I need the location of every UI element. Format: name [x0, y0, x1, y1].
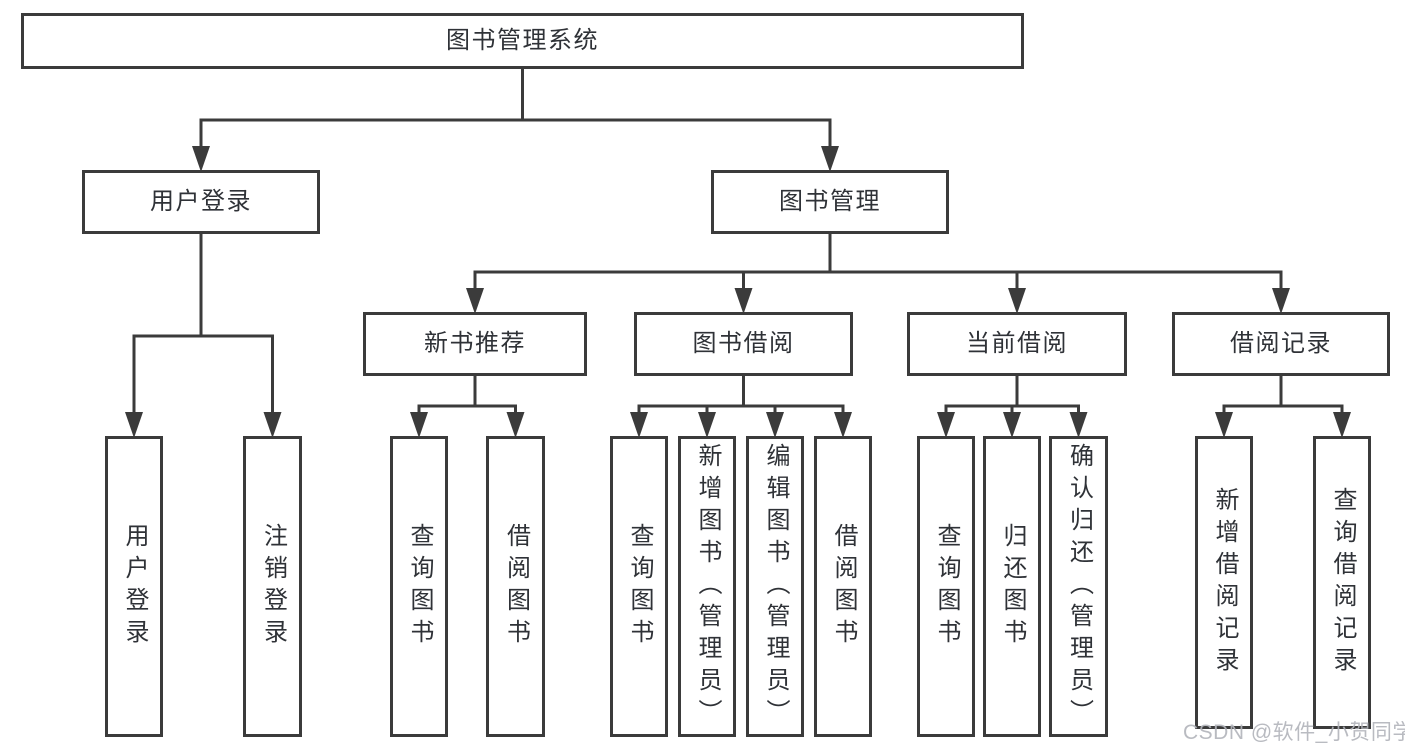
arrowhead-icon: [1215, 412, 1233, 438]
arrowhead-icon: [734, 288, 753, 314]
diagram-box-user-login: 用户登录: [105, 436, 163, 737]
diagram-label-nb-query: 查询图书: [406, 522, 433, 651]
arrowhead-icon: [410, 412, 428, 438]
arrowhead-icon: [1003, 412, 1021, 438]
arrowhead-icon: [506, 412, 525, 438]
arrowhead-icon: [1008, 288, 1026, 314]
diagram-label-cur-confirm: 确认归还（管理员）: [1065, 442, 1093, 731]
diagram-label-rec-add: 新增借阅记录: [1211, 486, 1238, 679]
arrowhead-icon: [1272, 288, 1290, 314]
arrowhead-icon: [1333, 412, 1351, 438]
diagram-label-borrow: 图书借阅: [692, 330, 795, 357]
arrowhead-icon: [821, 146, 839, 172]
diagram-box-bw-query: 查询图书: [610, 436, 668, 737]
arrowhead-icon: [937, 412, 955, 438]
diagram-label-user-login: 用户登录: [121, 522, 148, 651]
diagram-box-bw-borrow: 借阅图书: [814, 436, 872, 737]
diagram-label-newbook: 新书推荐: [424, 330, 526, 357]
diagram-box-cur-return: 归还图书: [983, 436, 1041, 737]
diagram-label-login: 用户登录: [150, 188, 252, 215]
diagram-box-nb-query: 查询图书: [390, 436, 448, 737]
diagram-label-current: 当前借阅: [966, 330, 1068, 357]
arrowhead-icon: [192, 146, 210, 172]
diagram-box-newbook: 新书推荐: [363, 312, 587, 376]
diagram-box-mgmt: 图书管理: [711, 170, 949, 234]
arrowhead-icon: [834, 412, 852, 438]
diagram-box-rec-query: 查询借阅记录: [1313, 436, 1371, 729]
arrowhead-icon: [698, 412, 716, 438]
diagram-box-login: 用户登录: [82, 170, 320, 234]
diagram-box-logout: 注销登录: [243, 436, 302, 737]
diagram-box-borrow: 图书借阅: [634, 312, 853, 376]
diagram-label-records: 借阅记录: [1230, 330, 1332, 357]
diagram-box-records: 借阅记录: [1172, 312, 1390, 376]
arrowhead-icon: [630, 412, 648, 438]
diagram-label-bw-edit: 编辑图书（管理员）: [762, 442, 789, 731]
arrowhead-icon: [263, 412, 282, 438]
arrowhead-icon: [125, 412, 143, 438]
diagram-box-bw-add: 新增图书（管理员）: [678, 436, 736, 737]
diagram-label-mgmt: 图书管理: [779, 188, 881, 215]
diagram-box-bw-edit: 编辑图书（管理员）: [746, 436, 804, 737]
arrowhead-icon: [766, 412, 784, 438]
csdn-watermark: CSDN @软件_小贺同学: [1183, 721, 1405, 744]
diagram-label-cur-return: 归还图书: [999, 522, 1026, 651]
diagram-label-bw-borrow: 借阅图书: [830, 522, 857, 651]
diagram-label-bw-add: 新增图书（管理员）: [694, 442, 721, 731]
diagram-box-current: 当前借阅: [907, 312, 1127, 376]
diagram-box-cur-query: 查询图书: [917, 436, 975, 737]
diagram-box-cur-confirm: 确认归还（管理员）: [1049, 436, 1108, 737]
diagram-label-cur-query: 查询图书: [933, 522, 960, 651]
diagram-label-logout: 注销登录: [259, 522, 287, 651]
diagram-box-nb-borrow: 借阅图书: [486, 436, 545, 737]
diagram-label-nb-borrow: 借阅图书: [502, 522, 530, 651]
diagram-label-bw-query: 查询图书: [626, 522, 653, 651]
diagram-label-rec-query: 查询借阅记录: [1329, 486, 1356, 679]
diagram-box-root: 图书管理系统: [21, 13, 1024, 69]
arrowhead-icon: [1069, 412, 1088, 438]
diagram-box-rec-add: 新增借阅记录: [1195, 436, 1253, 729]
arrowhead-icon: [466, 288, 484, 314]
diagram-label-root: 图书管理系统: [446, 27, 599, 54]
